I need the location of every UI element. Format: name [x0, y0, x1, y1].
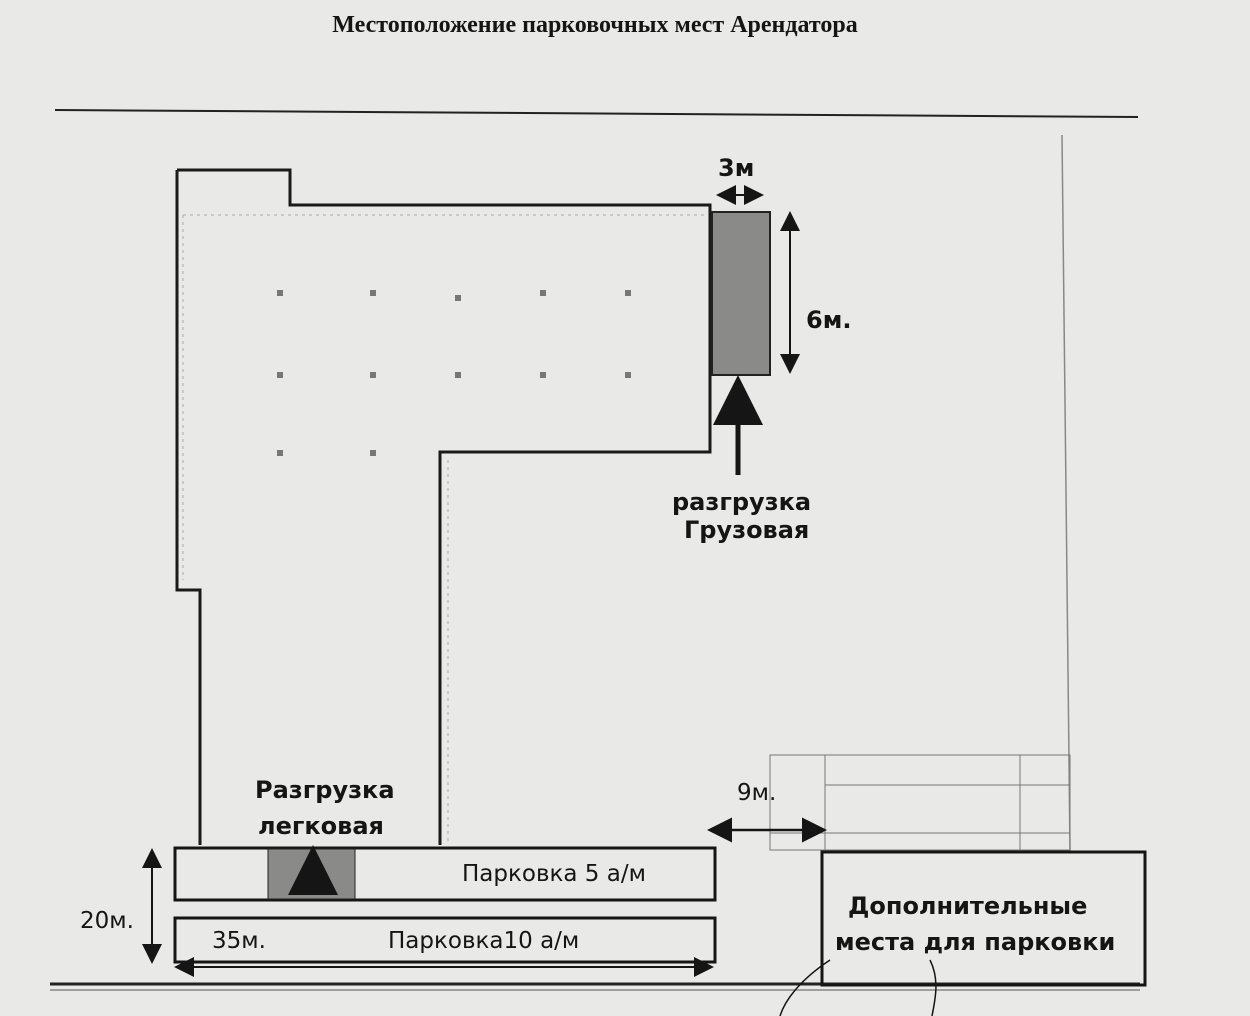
truck-unloading-label-2: Грузовая — [684, 516, 810, 544]
parking-10-label: Парковка10 а/м — [388, 928, 580, 954]
truck-dock-area — [711, 211, 771, 376]
extra-parking-label-1: Дополнительные — [848, 892, 1088, 920]
title-block-table — [769, 754, 1071, 851]
depth-20m-label: 20м. — [80, 908, 134, 934]
dock-width-label: 3м — [718, 154, 755, 182]
width-35m-label: 35м. — [212, 928, 266, 954]
page-title: Местоположение парковочных мест Арендато… — [332, 12, 858, 38]
parking-strip-5 — [173, 846, 717, 902]
car-unloading-label-1: Разгрузка — [255, 776, 395, 804]
car-unloading-label-2: легковая — [258, 812, 384, 840]
site-top-boundary — [54, 109, 1139, 118]
building-outline — [175, 168, 712, 845]
truck-unloading-label-1: разгрузка — [672, 488, 812, 516]
extra-parking-label-2: места для парковки — [835, 928, 1116, 956]
columns-grid — [277, 290, 631, 456]
gap-9m-label: 9м. — [737, 780, 777, 806]
parking-5-label: Парковка 5 а/м — [462, 861, 646, 887]
extra-parking-box — [820, 850, 1147, 987]
site-right-boundary — [1061, 134, 1071, 851]
dock-length-label: 6м. — [806, 306, 852, 334]
